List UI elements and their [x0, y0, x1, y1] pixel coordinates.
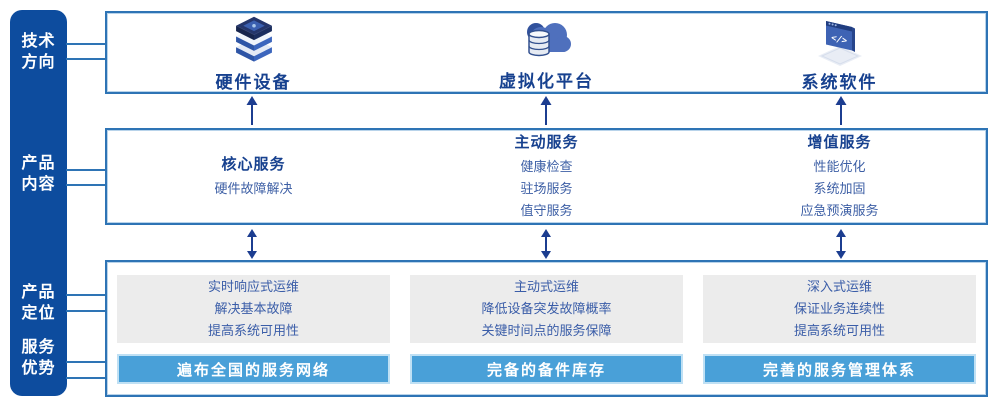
- sidebar-label-product-position: 产品 定位: [21, 284, 56, 322]
- tech-item-label: 虚拟化平台: [499, 72, 594, 91]
- tech-item-virtualization: 虚拟化平台: [400, 13, 693, 92]
- service-item: 系统加固: [813, 181, 866, 196]
- service-item: 驻场服务: [520, 181, 573, 196]
- position-column: 主动式运维 降低设备突发故障概率 关键时间点的服务保障 完备的备件库存: [410, 275, 683, 384]
- advantage-bar: 遍布全国的服务网络: [117, 354, 390, 384]
- cloud-database-icon: [519, 15, 575, 66]
- software-window-icon: </>: [812, 15, 868, 67]
- position-card: 主动式运维 降低设备突发故障概率 关键时间点的服务保障: [410, 275, 683, 343]
- sidebar-label-tech-direction: 技术 方向: [21, 33, 56, 71]
- service-item: 值守服务: [520, 203, 573, 218]
- connector-line: [66, 361, 106, 363]
- arrow-row-up: [105, 96, 988, 125]
- tech-direction-box: 硬件设备 虚拟化平台: [105, 11, 988, 94]
- service-item: 应急预演服务: [800, 203, 879, 218]
- tech-item-label: 硬件设备: [215, 72, 292, 92]
- connector-line: [66, 310, 106, 312]
- service-item: 硬件故障解决: [214, 181, 293, 196]
- double-arrow-icon: [399, 229, 693, 259]
- position-column: 实时响应式运维 解决基本故障 提高系统可用性 遍布全国的服务网络: [117, 275, 390, 384]
- tech-item-label: 系统软件: [801, 72, 878, 92]
- connector-line: [66, 58, 106, 60]
- service-column-value-added: 增值服务 性能优化 系统加固 应急预演服务: [693, 130, 986, 223]
- position-card: 实时响应式运维 解决基本故障 提高系统可用性: [117, 275, 390, 343]
- server-stack-icon: [226, 15, 282, 67]
- connector-line: [66, 377, 106, 379]
- double-arrow-icon: [105, 229, 399, 259]
- service-title: 增值服务: [807, 134, 872, 151]
- connector-line: [66, 184, 106, 186]
- up-arrow-icon: [694, 96, 988, 125]
- service-title: 核心服务: [221, 156, 286, 173]
- up-arrow-icon: [105, 96, 399, 125]
- service-item: 健康检查: [520, 159, 573, 174]
- service-column-core: 核心服务 硬件故障解决: [107, 130, 400, 223]
- sidebar-label-product-content: 产品 内容: [21, 155, 56, 193]
- service-title: 主动服务: [514, 134, 579, 151]
- product-content-box: 核心服务 硬件故障解决 主动服务 健康检查 驻场服务 值守服务 增值服务 性能优…: [105, 128, 988, 225]
- sidebar-label-service-advantage: 服务 优势: [21, 339, 56, 377]
- position-column: 深入式运维 保证业务连续性 提高系统可用性 完善的服务管理体系: [703, 275, 976, 384]
- connector-line: [66, 43, 106, 45]
- up-arrow-icon: [399, 96, 693, 125]
- position-card: 深入式运维 保证业务连续性 提高系统可用性: [703, 275, 976, 343]
- tech-item-software: </> 系统软件: [693, 13, 986, 92]
- double-arrow-icon: [694, 229, 988, 259]
- tech-item-hardware: 硬件设备: [107, 13, 400, 92]
- arrow-row-double: [105, 229, 988, 259]
- service-item: 性能优化: [813, 159, 866, 174]
- advantage-bar: 完备的备件库存: [410, 354, 683, 384]
- service-column-proactive: 主动服务 健康检查 驻场服务 值守服务: [400, 130, 693, 223]
- svg-text:</>: </>: [829, 33, 848, 47]
- connector-line: [66, 294, 106, 296]
- connector-line: [66, 169, 106, 171]
- category-sidebar: 技术 方向 产品 内容 产品 定位 服务 优势: [10, 10, 67, 396]
- product-position-box: 实时响应式运维 解决基本故障 提高系统可用性 遍布全国的服务网络 主动式运维 降…: [105, 260, 988, 397]
- advantage-bar: 完善的服务管理体系: [703, 354, 976, 384]
